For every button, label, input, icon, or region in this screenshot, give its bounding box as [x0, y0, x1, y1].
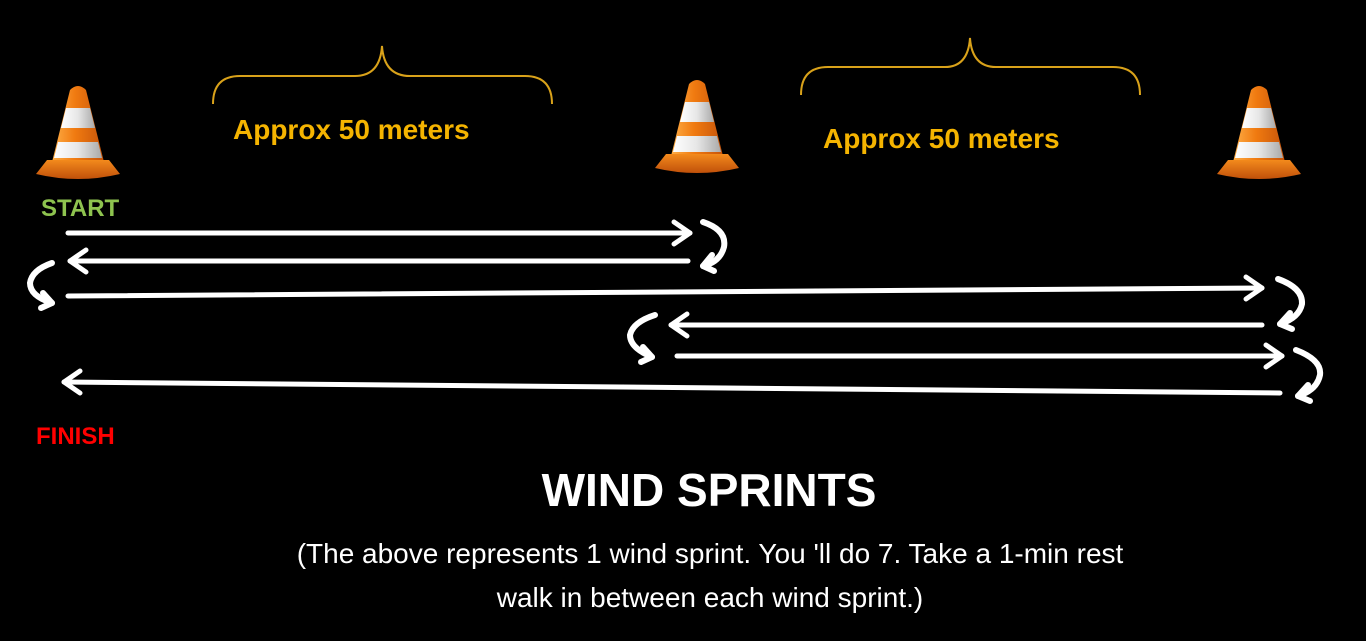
instructions-line: walk in between each wind sprint.)	[496, 582, 924, 613]
traffic-cone-icon	[36, 86, 120, 179]
finish-label: FINISH	[36, 423, 115, 450]
arrow-right-icon	[65, 274, 1265, 302]
distance-label: Approx 50 meters	[233, 114, 470, 145]
start-label: START	[41, 195, 120, 222]
arrow-left-icon	[61, 368, 1283, 396]
traffic-cone-icon	[1217, 86, 1301, 179]
instructions-line: (The above represents 1 wind sprint. You…	[296, 538, 1124, 569]
u-turn-arrow-icon	[700, 219, 728, 274]
distance-brace-1	[212, 45, 553, 105]
arrow-right-icon	[65, 219, 693, 247]
traffic-cone-icon	[655, 80, 739, 173]
u-turn-arrow-icon	[27, 260, 55, 311]
arrow-left-icon	[668, 311, 1265, 339]
distance-brace-2	[800, 37, 1141, 96]
u-turn-arrow-icon	[1293, 347, 1324, 404]
arrow-left-icon	[67, 247, 691, 275]
distance-label: Approx 50 meters	[823, 123, 1060, 154]
u-turn-arrow-icon	[1275, 276, 1305, 332]
arrow-right-icon	[674, 342, 1285, 370]
u-turn-arrow-icon	[627, 312, 658, 365]
instructions-text: (The above represents 1 wind sprint. You…	[0, 532, 1366, 620]
page-title: WIND SPRINTS	[541, 464, 877, 516]
